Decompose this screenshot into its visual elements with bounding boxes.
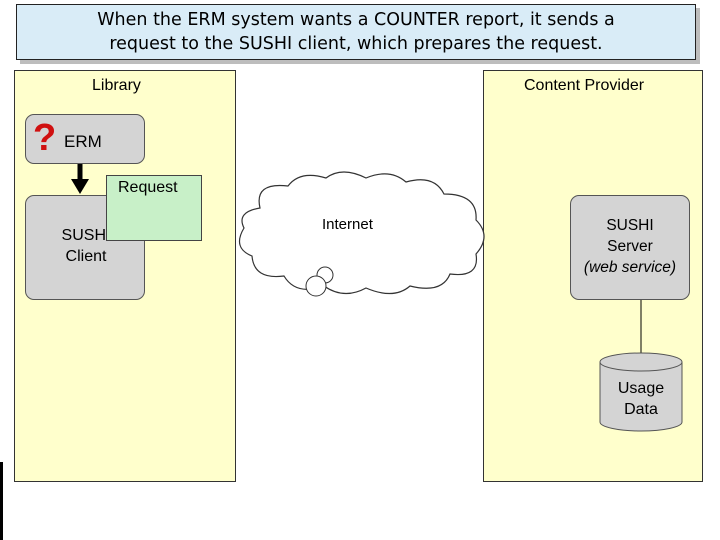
title-line-2: request to the SUSHI client, which prepa…: [109, 34, 603, 54]
sushi-server-label: SUSHI Server (web service): [570, 215, 690, 278]
usage-data-line-1: Usage: [617, 380, 665, 397]
usage-data-label: Usage Data: [598, 378, 684, 420]
sushi-client-line-2: Client: [65, 248, 107, 265]
erm-label: ERM: [64, 132, 102, 151]
request-document: [106, 175, 202, 241]
internet-cloud-icon: [238, 171, 485, 297]
slide-edge-divider: [0, 462, 3, 540]
title-line-1: When the ERM system wants a COUNTER repo…: [97, 10, 615, 30]
erm-box: [25, 114, 145, 164]
internet-label: Internet: [322, 216, 373, 233]
sushi-client-label: SUSHI Client: [58, 225, 114, 267]
usage-data-line-2: Data: [624, 401, 658, 418]
question-mark-icon: ?: [33, 117, 57, 159]
sushi-server-line-2: Server: [607, 238, 653, 255]
sushi-server-box: [570, 195, 690, 300]
request-label: Request: [118, 179, 178, 196]
usage-data-cylinder-icon: [599, 352, 683, 432]
library-label: Library: [92, 77, 141, 94]
sushi-server-line-3: (web service): [583, 259, 677, 276]
title-banner: When the ERM system wants a COUNTER repo…: [16, 4, 696, 60]
content-provider-label: Content Provider: [524, 77, 645, 94]
sushi-server-line-1: SUSHI: [606, 217, 654, 234]
sushi-client-line-1: SUSHI: [61, 227, 111, 244]
erm-to-client-arrowhead: [71, 179, 89, 194]
